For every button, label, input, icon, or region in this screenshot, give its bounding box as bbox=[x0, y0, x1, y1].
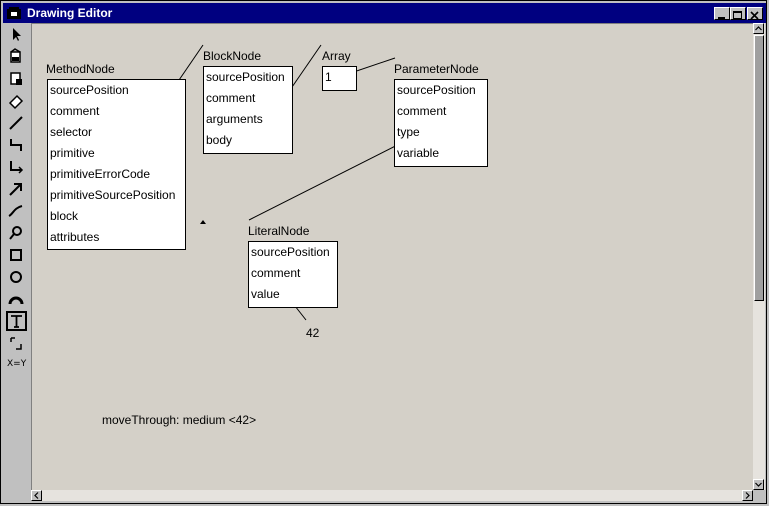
arrow-tool-icon bbox=[9, 183, 22, 196]
vertical-scrollbar[interactable] bbox=[753, 23, 765, 490]
array-node-title[interactable]: Array bbox=[322, 49, 351, 63]
lasso-tool-icon bbox=[9, 226, 22, 240]
fill-tool-icon bbox=[10, 48, 21, 63]
minimize-button[interactable] bbox=[714, 7, 730, 20]
method-slot-comment[interactable]: comment bbox=[50, 104, 100, 118]
scroll-right-button[interactable] bbox=[742, 490, 753, 501]
line-tool[interactable] bbox=[6, 113, 27, 133]
arc-tool-icon bbox=[8, 296, 24, 305]
literal-node-title[interactable]: LiteralNode bbox=[248, 224, 310, 238]
literal-value-text[interactable]: 42 bbox=[306, 326, 320, 340]
scroll-up-button[interactable] bbox=[753, 23, 764, 34]
parameter-slot-variable[interactable]: variable bbox=[397, 146, 440, 160]
chevron-down-icon bbox=[755, 482, 762, 487]
method-slot-primitive[interactable]: primitive bbox=[50, 146, 95, 160]
array-slot-1[interactable]: 1 bbox=[325, 70, 332, 84]
method-slot-primitivesourceposition[interactable]: primitiveSourcePosition bbox=[50, 188, 176, 202]
literal-slot-comment[interactable]: comment bbox=[251, 266, 301, 280]
xy-tool-icon: X=Y bbox=[7, 359, 27, 369]
paint-tool-icon bbox=[10, 72, 22, 85]
parameter-node-box[interactable]: sourcePosition comment type variable bbox=[394, 79, 488, 167]
select-tool-icon bbox=[13, 28, 21, 41]
literal-slot-sourceposition[interactable]: sourcePosition bbox=[251, 245, 330, 259]
maximize-icon bbox=[733, 11, 742, 19]
arc-tool[interactable] bbox=[6, 289, 27, 309]
elbow-connector-tool[interactable] bbox=[6, 157, 27, 177]
chevron-left-icon bbox=[34, 492, 39, 499]
block-node-box[interactable]: sourcePosition comment arguments body bbox=[203, 66, 293, 154]
lasso-tool[interactable] bbox=[6, 223, 27, 243]
horizontal-scroll-track[interactable] bbox=[42, 491, 742, 500]
close-button[interactable] bbox=[747, 7, 763, 20]
parameter-slot-comment[interactable]: comment bbox=[397, 104, 447, 118]
curve-tool[interactable] bbox=[6, 201, 27, 221]
block-node-title[interactable]: BlockNode bbox=[203, 49, 262, 63]
cursor-marker bbox=[200, 220, 206, 224]
block-slot-arguments[interactable]: arguments bbox=[206, 112, 263, 126]
drawing-canvas[interactable]: MethodNode sourcePosition comment select… bbox=[31, 23, 753, 490]
method-node-title[interactable]: MethodNode bbox=[46, 62, 115, 76]
fill-tool[interactable] bbox=[6, 47, 27, 67]
connector-tool[interactable] bbox=[6, 135, 27, 155]
line-tool-icon bbox=[9, 116, 23, 130]
eraser-tool[interactable] bbox=[6, 91, 27, 111]
scroll-left-button[interactable] bbox=[31, 490, 42, 501]
paint-tool[interactable] bbox=[6, 69, 27, 89]
rectangle-tool[interactable] bbox=[6, 245, 27, 265]
ellipse-tool-icon bbox=[10, 271, 22, 283]
arrow-tool[interactable] bbox=[6, 179, 27, 199]
array-node-box[interactable]: 1 bbox=[322, 66, 357, 91]
rectangle-tool-icon bbox=[10, 249, 22, 261]
maximize-button[interactable] bbox=[730, 7, 746, 20]
parameter-node-title[interactable]: ParameterNode bbox=[394, 62, 479, 76]
parameter-slot-type[interactable]: type bbox=[397, 125, 420, 139]
minimize-icon bbox=[718, 17, 725, 19]
chevron-up-icon bbox=[755, 26, 762, 31]
method-slot-selector[interactable]: selector bbox=[50, 125, 93, 139]
method-node-box[interactable]: sourcePosition comment selector primitiv… bbox=[47, 79, 186, 250]
vertical-scroll-thumb[interactable] bbox=[754, 35, 764, 301]
select-tool[interactable] bbox=[6, 25, 27, 45]
scroll-down-button[interactable] bbox=[753, 479, 764, 490]
status-text[interactable]: moveThrough: medium <42> bbox=[102, 413, 257, 427]
method-slot-sourceposition[interactable]: sourcePosition bbox=[50, 83, 129, 97]
app-icon bbox=[7, 7, 21, 19]
method-slot-block[interactable]: block bbox=[50, 209, 79, 223]
literal-node-box[interactable]: sourcePosition comment value bbox=[248, 241, 338, 308]
chevron-right-icon bbox=[745, 492, 750, 499]
corner-tool[interactable] bbox=[6, 333, 27, 353]
text-tool-icon bbox=[11, 315, 22, 328]
text-tool[interactable] bbox=[6, 311, 27, 331]
curve-tool-icon bbox=[8, 205, 23, 217]
block-slot-sourceposition[interactable]: sourcePosition bbox=[206, 70, 285, 84]
elbow-connector-tool-icon bbox=[10, 161, 24, 174]
title-bar[interactable]: Drawing Editor bbox=[3, 3, 766, 23]
literal-slot-value[interactable]: value bbox=[251, 287, 280, 301]
close-icon bbox=[750, 11, 759, 20]
horizontal-scrollbar[interactable] bbox=[31, 490, 753, 501]
connector-tool-icon bbox=[10, 139, 22, 151]
block-slot-body[interactable]: body bbox=[206, 133, 233, 147]
window-title: Drawing Editor bbox=[27, 6, 113, 20]
block-slot-comment[interactable]: comment bbox=[206, 91, 256, 105]
parameter-slot-sourceposition[interactable]: sourcePosition bbox=[397, 83, 476, 97]
ellipse-tool[interactable] bbox=[6, 267, 27, 287]
xy-tool[interactable]: X=Y bbox=[6, 355, 27, 375]
method-slot-attributes[interactable]: attributes bbox=[50, 230, 100, 244]
corner-tool-icon bbox=[10, 337, 22, 350]
method-slot-primitiveerrorcode[interactable]: primitiveErrorCode bbox=[50, 167, 151, 181]
eraser-tool-icon bbox=[8, 94, 24, 110]
tool-palette: X=Y bbox=[6, 23, 28, 501]
